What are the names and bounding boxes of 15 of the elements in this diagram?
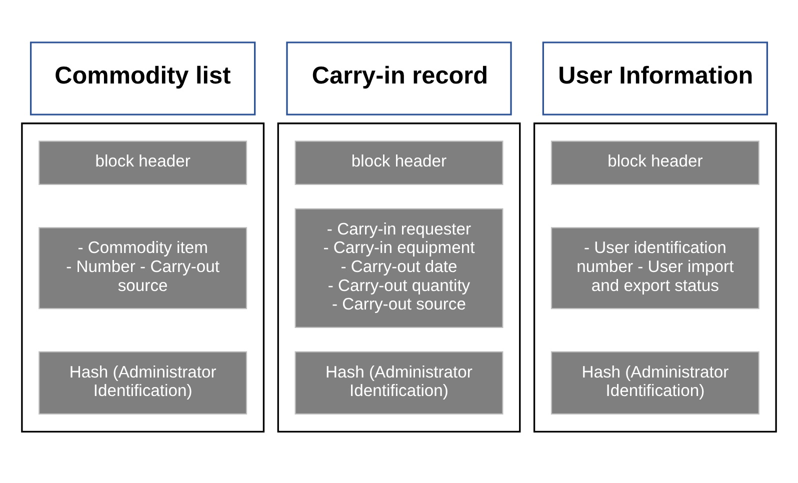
node-box: - Commodity item - Number - Carry-out source (38, 227, 248, 310)
node-box: Hash (Administrator Identification) (294, 351, 504, 414)
node-box: Carry-in record (286, 42, 512, 116)
node-box: Hash (Administrator Identification) (550, 351, 760, 414)
cluster (21, 122, 265, 433)
node-box: - Carry-in requester - Carry-in equipment - Carry-out date - Carry-out quantity - Carry-out source (294, 208, 504, 328)
node-box: block header (294, 140, 504, 185)
node-box: Hash (Administrator Identification) (38, 351, 248, 414)
node-box: - User identification number - User import and export status (550, 227, 760, 310)
node-box: block header (550, 140, 760, 185)
cluster (277, 122, 521, 433)
node-box: User Information (542, 42, 768, 116)
node-box: block header (38, 140, 248, 185)
cluster (533, 122, 777, 433)
node-box: Commodity list (30, 42, 256, 116)
